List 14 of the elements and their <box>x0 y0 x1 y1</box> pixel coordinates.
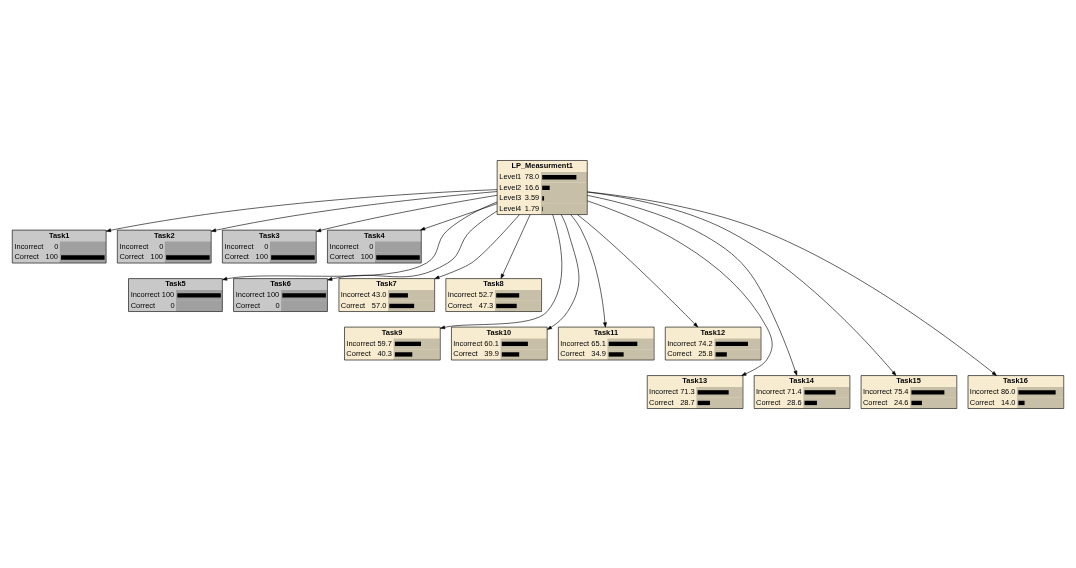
arrow <box>500 213 531 279</box>
arrow <box>577 213 699 327</box>
arrow <box>316 194 498 232</box>
arrow <box>222 201 498 281</box>
arrow <box>547 213 580 330</box>
arrow <box>434 213 520 279</box>
arrow <box>587 191 997 376</box>
arrow <box>327 210 498 281</box>
arrow <box>420 202 498 230</box>
arrow <box>587 191 897 376</box>
arrow <box>440 213 563 329</box>
arrow <box>570 213 607 327</box>
arrow <box>211 190 498 232</box>
arrow <box>106 188 498 232</box>
